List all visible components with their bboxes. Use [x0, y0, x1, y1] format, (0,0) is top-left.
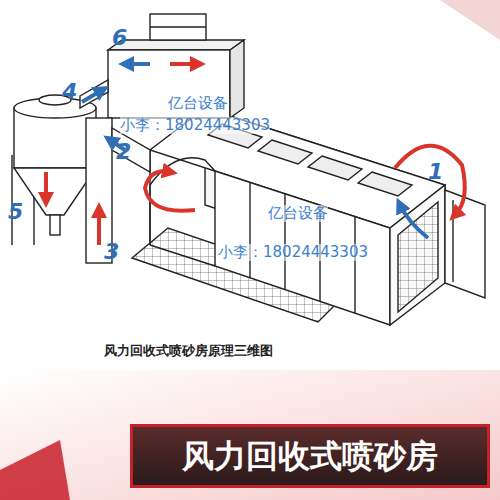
watermark-text: 亿台设备	[268, 205, 328, 222]
roof-panel	[308, 156, 362, 180]
callout-number: 4	[62, 80, 77, 104]
door	[445, 190, 485, 298]
airflow-arrow	[400, 205, 428, 238]
duct-arrow	[82, 90, 102, 102]
cyclone-separator	[12, 95, 98, 245]
discharge-pipe	[50, 215, 60, 235]
collector-side	[230, 40, 244, 118]
figure-caption: 风力回收式喷砂房原理三维图	[104, 344, 273, 358]
exhaust-arrow	[170, 62, 198, 66]
panel-line	[249, 182, 250, 278]
callout-number: 5	[8, 200, 23, 224]
blast-room	[132, 108, 485, 325]
door-opening	[398, 202, 438, 312]
cyclone-cone	[14, 168, 96, 215]
callout-number: 3	[104, 240, 119, 264]
callout-number: 2	[116, 140, 131, 164]
collector-top	[108, 40, 244, 50]
watermark-text: 小李：18024443303	[120, 117, 270, 134]
airflow-arrows	[46, 64, 465, 245]
sand-arrow	[44, 172, 48, 200]
title-banner: 风力回收式喷砂房	[130, 424, 490, 488]
fan-line	[150, 26, 206, 27]
door-line	[452, 200, 453, 282]
duct-arrow	[97, 210, 101, 245]
collector-body	[108, 50, 230, 118]
roof-panel	[358, 172, 412, 196]
decor-stripe	[0, 440, 70, 500]
inflow-arrow	[395, 146, 465, 215]
callout-number: 1	[428, 160, 443, 184]
roof-panel	[258, 140, 312, 164]
floor-edge	[150, 245, 215, 266]
panel-line	[354, 217, 355, 313]
end-face	[390, 185, 445, 325]
watermark-text: 亿台设备	[168, 95, 228, 112]
room-duct	[112, 128, 150, 172]
collector-duct	[80, 80, 108, 108]
background-band	[0, 370, 500, 500]
watermark-text: 小李：18024443303	[218, 244, 368, 261]
banner-title: 风力回收式喷砂房	[133, 427, 487, 485]
fan-housing	[150, 14, 206, 40]
decor-corner	[440, 0, 500, 40]
dust-collector	[108, 14, 244, 118]
air-duct	[80, 80, 150, 263]
callout-number: 6	[112, 26, 127, 50]
return-arrow	[145, 171, 195, 210]
front-wall	[215, 171, 390, 325]
exhaust-arrow	[126, 62, 150, 66]
